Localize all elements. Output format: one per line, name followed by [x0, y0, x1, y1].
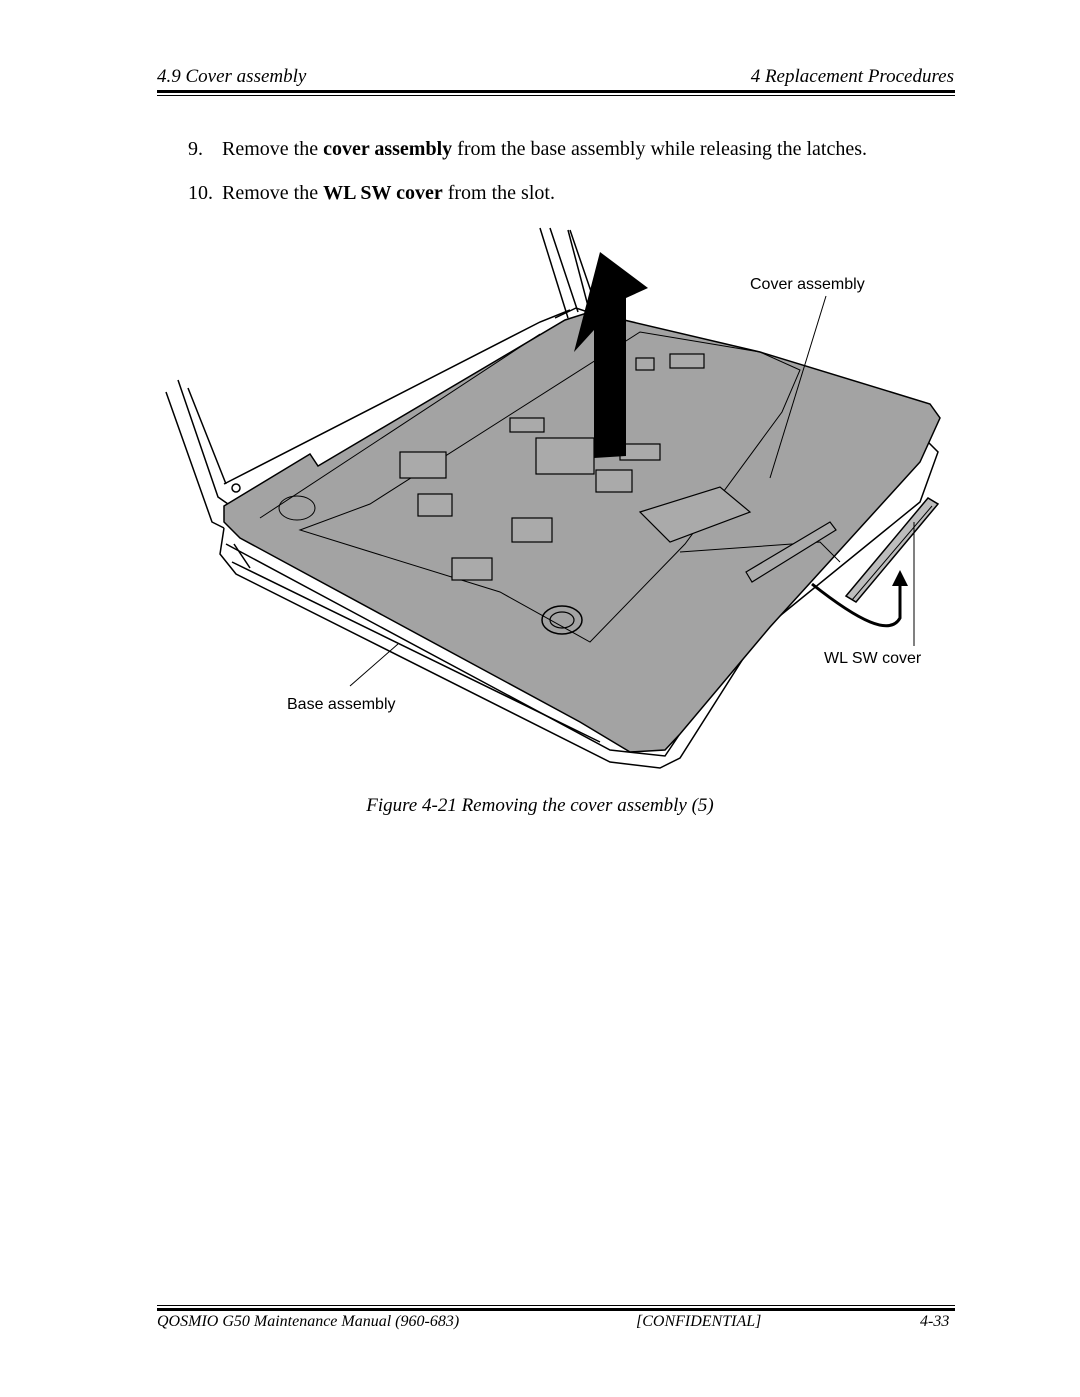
lift-arrow-icon	[574, 252, 648, 458]
hinge-screw	[231, 483, 241, 493]
footer-rule-thin	[157, 1305, 955, 1306]
leader-line	[769, 295, 827, 479]
section-title: 4.9 Cover assembly	[157, 66, 307, 87]
step-9: 9. Remove the cover assembly from the bas…	[188, 137, 867, 161]
figure-caption: Figure 4-21 Removing the cover assembly …	[366, 795, 714, 816]
callout-base-assembly: Base assembly	[287, 696, 396, 713]
laptop-cover-removal-illustration	[165, 227, 941, 769]
footer-rule	[157, 1308, 955, 1311]
wl-sw-cover-part	[844, 497, 940, 603]
leader-line	[349, 643, 399, 687]
figure-illustration: Cover assembly WL SW cover Base assembly	[160, 222, 950, 782]
display-lid	[165, 227, 597, 529]
step-emphasis: WL SW cover	[323, 182, 443, 204]
callout-wl-sw-cover: WL SW cover	[824, 650, 922, 667]
removal-arrow-icon	[811, 582, 902, 628]
step-number: 10.	[188, 182, 213, 204]
step-emphasis: cover assembly	[323, 138, 453, 160]
footer-confidential: [CONFIDENTIAL]	[636, 1313, 762, 1330]
touchpad	[638, 486, 752, 543]
page-header: 4.9 Cover assembly 4 Replacement Procedu…	[157, 64, 954, 90]
step-text: Remove the	[222, 182, 324, 204]
footer-manual-title: QOSMIO G50 Maintenance Manual (960-683)	[157, 1313, 460, 1330]
step-text: Remove the	[222, 138, 324, 160]
chapter-title: 4 Replacement Procedures	[750, 66, 954, 87]
step-text: from the slot.	[442, 182, 555, 204]
step-number: 9.	[188, 138, 203, 160]
step-10: 10. Remove the WL SW cover from the slot.	[188, 181, 555, 205]
footer-page-number: 4-33	[920, 1313, 950, 1330]
header-rule	[157, 90, 955, 93]
callout-cover-assembly: Cover assembly	[750, 276, 865, 293]
header-rule-thin	[157, 95, 955, 96]
cover-assembly	[223, 311, 941, 753]
step-text: from the base assembly while releasing t…	[452, 138, 868, 160]
